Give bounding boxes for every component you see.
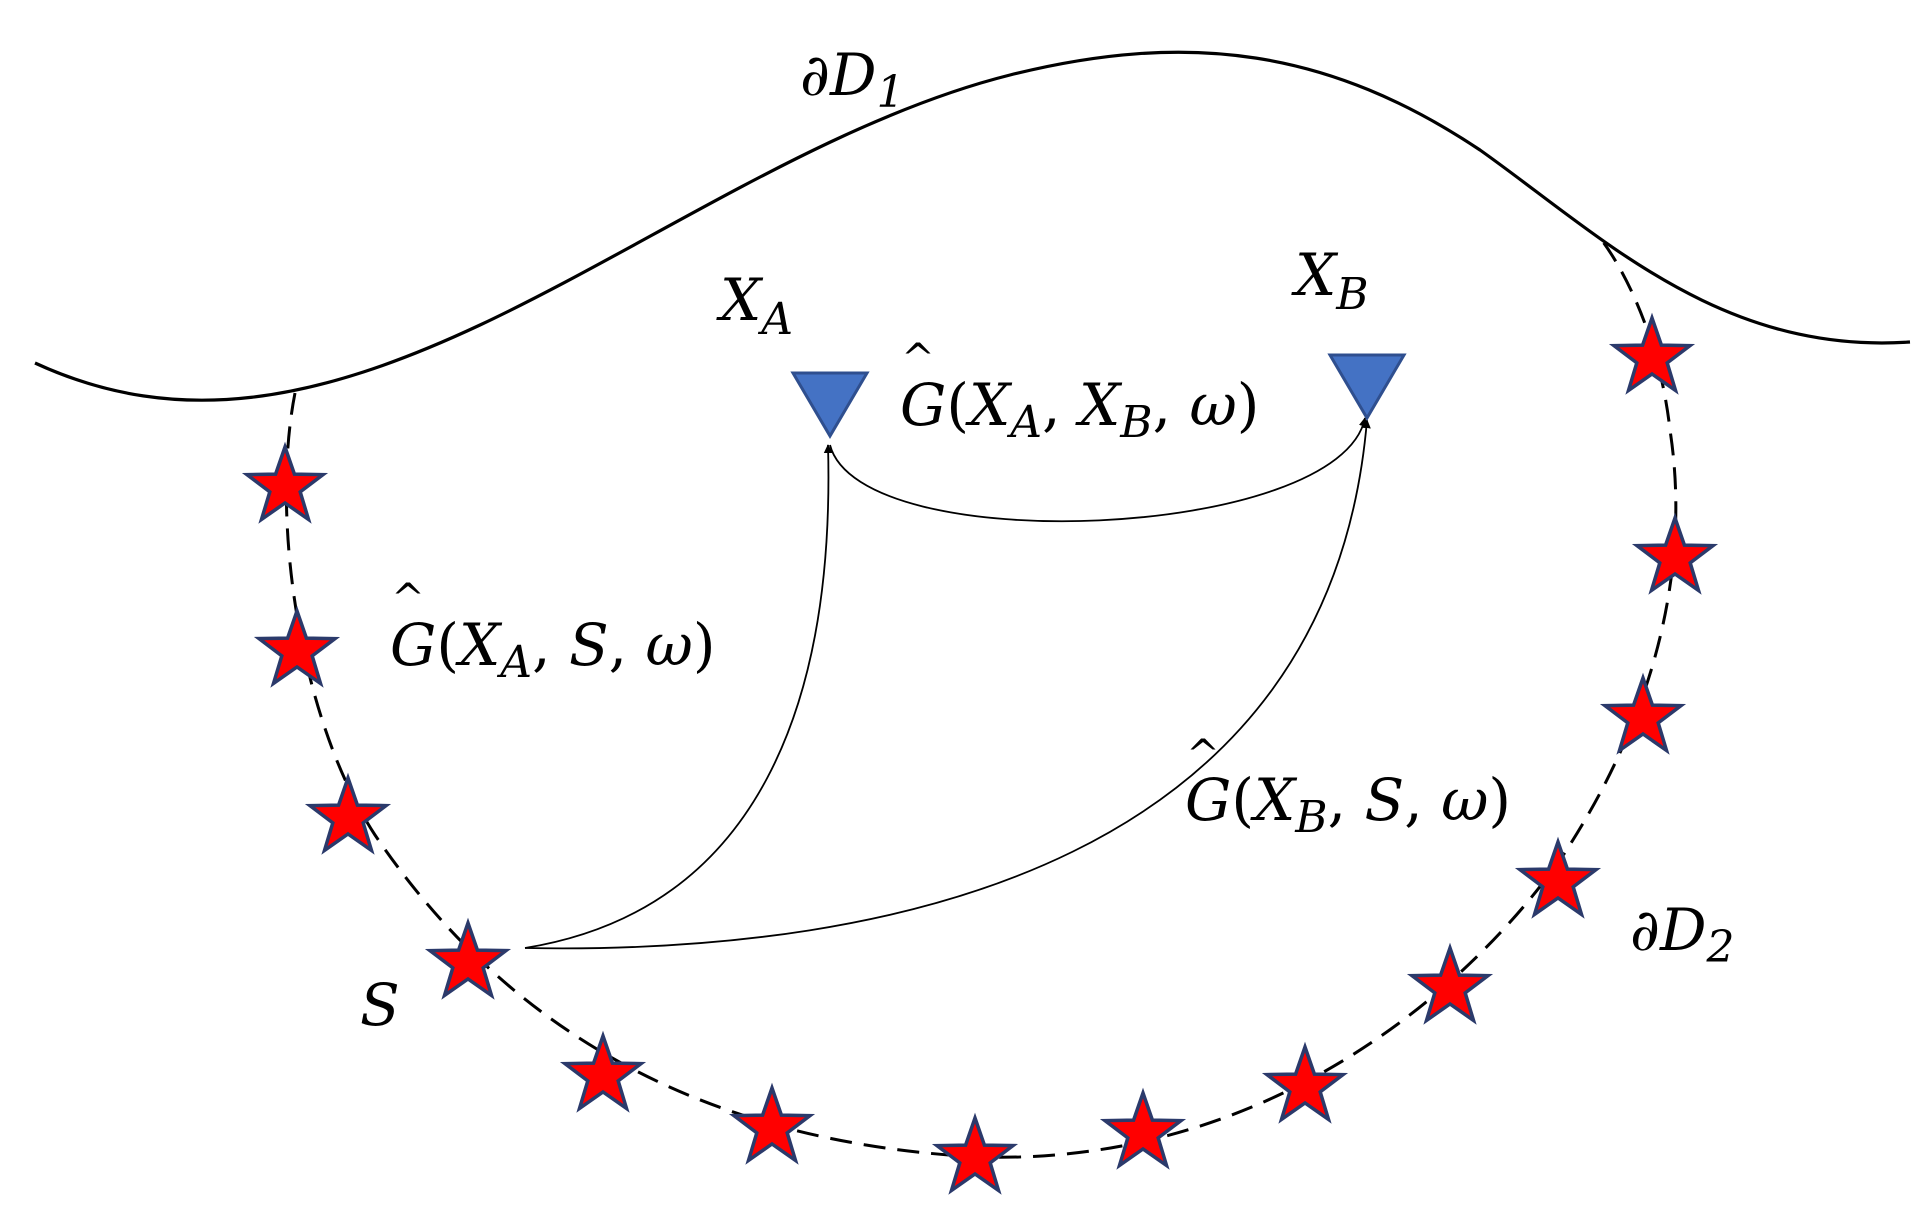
source-star-icon — [241, 441, 329, 524]
source-star-icon — [1608, 312, 1696, 395]
source-star-icon — [1099, 1087, 1187, 1170]
ray-s-to-xb — [524, 419, 1371, 950]
receiver-b-icon — [1327, 353, 1407, 421]
svg-text:^: ^ — [1186, 732, 1220, 778]
source-star-icon — [1406, 942, 1494, 1025]
svg-text:G(XB, S, ω): G(XB, S, ω) — [1185, 766, 1511, 843]
source-star-icon — [559, 1030, 647, 1113]
svg-text:G(XA, XB, ω): G(XA, XB, ω) — [900, 371, 1259, 448]
source-star-icon — [1261, 1041, 1349, 1124]
label-green-xb-s: ^ G(XB, S, ω) — [1185, 732, 1511, 843]
source-star-icon — [1599, 672, 1687, 755]
label-green-xa-s: ^ G(XA, S, ω) — [390, 576, 715, 688]
receiver-a-icon — [790, 371, 870, 439]
svg-text:^: ^ — [901, 336, 935, 382]
source-star-icon — [1631, 512, 1719, 595]
label-green-xa-xb: ^ G(XA, XB, ω) — [900, 336, 1259, 448]
source-star-icon — [931, 1112, 1019, 1195]
label-source: S — [360, 971, 400, 1039]
source-stars — [241, 312, 1719, 1195]
surface-boundary-curve — [34, 50, 1911, 402]
ray-xa-to-xb — [829, 417, 1368, 523]
label-receiver-b: XB — [1291, 241, 1369, 320]
label-boundary-sources: ∂D2 — [1630, 896, 1735, 973]
svg-text:G(XA, S, ω): G(XA, S, ω) — [390, 611, 715, 688]
svg-text:^: ^ — [391, 576, 425, 622]
label-receiver-a: XA — [716, 266, 793, 345]
source-star-icon — [728, 1082, 816, 1165]
source-star-icon — [1514, 836, 1602, 919]
ray-s-to-xa — [524, 444, 833, 949]
source-star-icon — [304, 772, 392, 855]
source-star-icon — [253, 605, 341, 688]
source-s-star-icon — [424, 917, 512, 1000]
label-boundary-surface: ∂D1 — [800, 41, 905, 118]
